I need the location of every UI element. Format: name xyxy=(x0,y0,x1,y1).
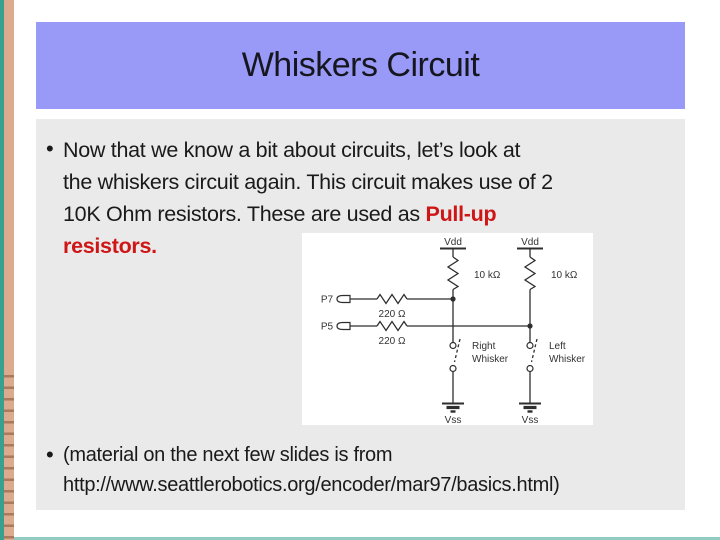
series-resistor-p5: 220 Ω xyxy=(350,320,533,347)
vdd-left-label: Vdd xyxy=(444,237,462,248)
pullup-right-value: 10 kΩ xyxy=(551,270,578,281)
bullet2-line1: (material on the next few slides is from xyxy=(63,444,393,466)
p5-port-icon xyxy=(336,321,351,331)
switch-contact-icon xyxy=(526,364,534,373)
bullet1-text: Now that we know a bit about circuits, l… xyxy=(63,134,678,262)
title-banner: Whiskers Circuit xyxy=(36,22,685,109)
pullup-left-value: 10 kΩ xyxy=(474,270,501,281)
switch-contact-icon xyxy=(449,364,457,373)
vss-right-label: Vss xyxy=(522,415,539,425)
bullet1-line3-highlight: Pull-up xyxy=(425,202,497,226)
vdd-right-label: Vdd xyxy=(521,237,539,248)
switch-left-whisker: Left Whisker xyxy=(526,326,586,403)
series-p5-value: 220 Ω xyxy=(379,336,406,347)
left-whisker-label-2: Whisker xyxy=(549,354,586,365)
right-whisker-label-1: Right xyxy=(472,341,496,352)
switch-right-whisker: Right Whisker xyxy=(449,299,509,403)
vss-left-label: Vss xyxy=(445,415,462,425)
left-edge-page-ridges xyxy=(4,366,14,540)
bullet1-line3: 10K Ohm resistors. These are used as Pul… xyxy=(63,198,678,230)
bullet2-line2-url: http://www.seattlerobotics.org/encoder/m… xyxy=(63,474,560,496)
series-p7-value: 220 Ω xyxy=(379,309,406,320)
p5-label: P5 xyxy=(321,322,334,333)
bullet1-line4-highlight: resistors. xyxy=(63,234,157,258)
bullet1-marker: • xyxy=(46,136,54,161)
pullup-resistor-right: 10 kΩ xyxy=(523,256,578,326)
p7-label: P7 xyxy=(321,295,334,306)
bullet1-line3-normal: 10K Ohm resistors. These are used as xyxy=(63,202,426,226)
bullet1-line1: Now that we know a bit about circuits, l… xyxy=(63,138,521,162)
circuit-figure: Vdd 10 kΩ Vdd 10 kΩ P7 xyxy=(302,233,593,425)
ground-vss-right: Vss xyxy=(519,402,541,425)
vdd-supply-left: Vdd xyxy=(440,237,466,257)
left-edge-page-stack xyxy=(4,0,14,540)
pin-p5: P5 xyxy=(321,321,351,333)
bullet2-text: (material on the next few slides is from… xyxy=(63,440,678,500)
slide-title: Whiskers Circuit xyxy=(241,46,480,84)
left-edge-teal-strip xyxy=(0,0,4,540)
circuit-schematic: Vdd 10 kΩ Vdd 10 kΩ P7 xyxy=(321,237,586,425)
vdd-supply-right: Vdd xyxy=(517,237,543,257)
bullet1-line2: the whiskers circuit again. This circuit… xyxy=(63,170,553,194)
switch-contact-icon xyxy=(449,341,457,350)
bullet2-marker: • xyxy=(46,442,54,467)
pullup-resistor-left: 10 kΩ xyxy=(446,256,501,299)
series-resistor-p7: 220 Ω xyxy=(350,293,456,320)
bottom-edge-line xyxy=(0,537,720,540)
switch-contact-icon xyxy=(526,341,534,350)
p7-port-icon xyxy=(336,294,351,304)
ground-vss-left: Vss xyxy=(442,402,464,425)
left-whisker-label-1: Left xyxy=(549,341,566,352)
pin-p7: P7 xyxy=(321,294,351,306)
right-whisker-label-2: Whisker xyxy=(472,354,509,365)
